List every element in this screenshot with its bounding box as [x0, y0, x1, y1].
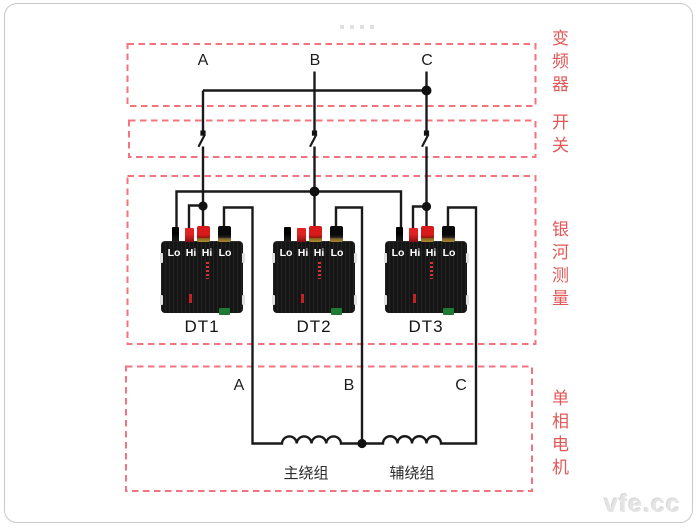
terminal-post-lo-right-icon	[441, 226, 455, 242]
phase-label-c-bottom: C	[455, 377, 467, 394]
section-box-switch	[128, 119, 537, 158]
switch-symbols	[197, 130, 430, 148]
junction-dot-dt1	[198, 201, 208, 211]
terminal-label: Lo	[279, 247, 293, 259]
junction-dot-bus-b	[309, 186, 320, 197]
mount-tab	[465, 295, 469, 305]
phase-label-a-top: A	[197, 52, 209, 69]
mount-tab	[159, 295, 163, 305]
terminal-label: Hi	[313, 247, 325, 259]
terminal-label: Lo	[330, 247, 344, 259]
scan-artifact-dashes	[340, 25, 374, 29]
terminal-post-lo-right-icon	[329, 226, 343, 242]
terminal-post-hi-left-icon	[184, 228, 194, 242]
switch-symbol-a	[197, 130, 206, 148]
dt1-hi-branch-wire	[187, 204, 203, 234]
section-box-motor	[125, 365, 533, 492]
terminal-label: Lo	[167, 247, 181, 259]
terminal-label: Lo	[391, 247, 405, 259]
mount-tab	[353, 253, 357, 263]
mount-tab	[159, 253, 163, 263]
phase-label-b-bottom: B	[343, 377, 355, 394]
phase-label-b-top: B	[309, 52, 321, 69]
mount-tab	[465, 253, 469, 263]
terminal-post-lo-left-icon	[283, 227, 291, 242]
section-label-motor: 单相电机	[549, 389, 568, 481]
switch-symbol-b	[309, 130, 318, 148]
terminal-label: Hi	[185, 247, 197, 259]
terminal-post-hi-left-icon	[408, 228, 418, 242]
bottom-connector	[331, 308, 342, 315]
terminal-label: Lo	[442, 247, 456, 259]
brand-strip	[318, 262, 321, 279]
mount-tab	[241, 253, 245, 263]
device-label-dt1: DT1	[184, 317, 220, 336]
watermark: vfe.cc	[604, 490, 681, 518]
red-marking	[189, 294, 192, 303]
terminal-post-hi-right-icon	[196, 226, 210, 242]
power-meter-dt1: Lo Hi Hi Lo	[159, 225, 245, 315]
mount-tab	[353, 295, 357, 305]
mount-tab	[383, 295, 387, 305]
section-box-measurement	[126, 175, 537, 345]
bottom-connector	[219, 308, 230, 315]
brand-strip	[206, 262, 209, 279]
aux-winding-label: 辅绕组	[389, 465, 435, 482]
section-box-inverter	[126, 43, 537, 107]
mount-tab	[241, 295, 245, 305]
dt2-lo-motor-wire	[334, 206, 364, 444]
terminal-post-lo-left-icon	[395, 227, 403, 242]
switch-symbol-c	[421, 130, 430, 148]
section-label-inverter: 变频器	[549, 29, 568, 98]
brand-strip	[430, 262, 433, 279]
bottom-connector	[443, 308, 454, 315]
mount-tab	[383, 253, 387, 263]
lo-bus-wire	[175, 190, 403, 235]
terminal-post-hi-left-icon	[296, 228, 306, 242]
phase-label-a-bottom: A	[233, 377, 245, 394]
terminal-label: Lo	[218, 247, 232, 259]
terminal-post-lo-right-icon	[217, 226, 231, 242]
device-body: Lo Hi Hi Lo	[383, 241, 469, 315]
terminal-post-hi-right-icon	[308, 226, 322, 242]
mount-tab	[271, 295, 275, 305]
phase-label-c-top: C	[421, 52, 433, 69]
terminal-label: Hi	[201, 247, 213, 259]
terminal-label: Hi	[409, 247, 421, 259]
terminal-post-lo-left-icon	[171, 227, 179, 242]
device-body: Lo Hi Hi Lo	[271, 241, 357, 315]
mount-tab	[271, 253, 275, 263]
terminal-post-hi-right-icon	[420, 226, 434, 242]
power-meter-dt3: Lo Hi Hi Lo	[383, 225, 469, 315]
terminal-label: Hi	[297, 247, 309, 259]
junction-dot-winding	[357, 438, 367, 449]
power-meter-dt2: Lo Hi Hi Lo	[271, 225, 357, 315]
section-label-measurement: 银河测量	[549, 220, 568, 312]
junction-dot-top-c	[421, 85, 432, 96]
terminal-label: Hi	[425, 247, 437, 259]
main-winding-label: 主绕组	[283, 465, 329, 482]
junction-dot-dt3	[421, 201, 432, 212]
red-marking	[413, 294, 416, 303]
device-label-dt3: DT3	[408, 317, 444, 336]
device-body: Lo Hi Hi Lo	[159, 241, 245, 315]
section-label-switch: 开关	[549, 113, 568, 159]
red-marking	[301, 294, 304, 303]
device-label-dt2: DT2	[296, 317, 332, 336]
